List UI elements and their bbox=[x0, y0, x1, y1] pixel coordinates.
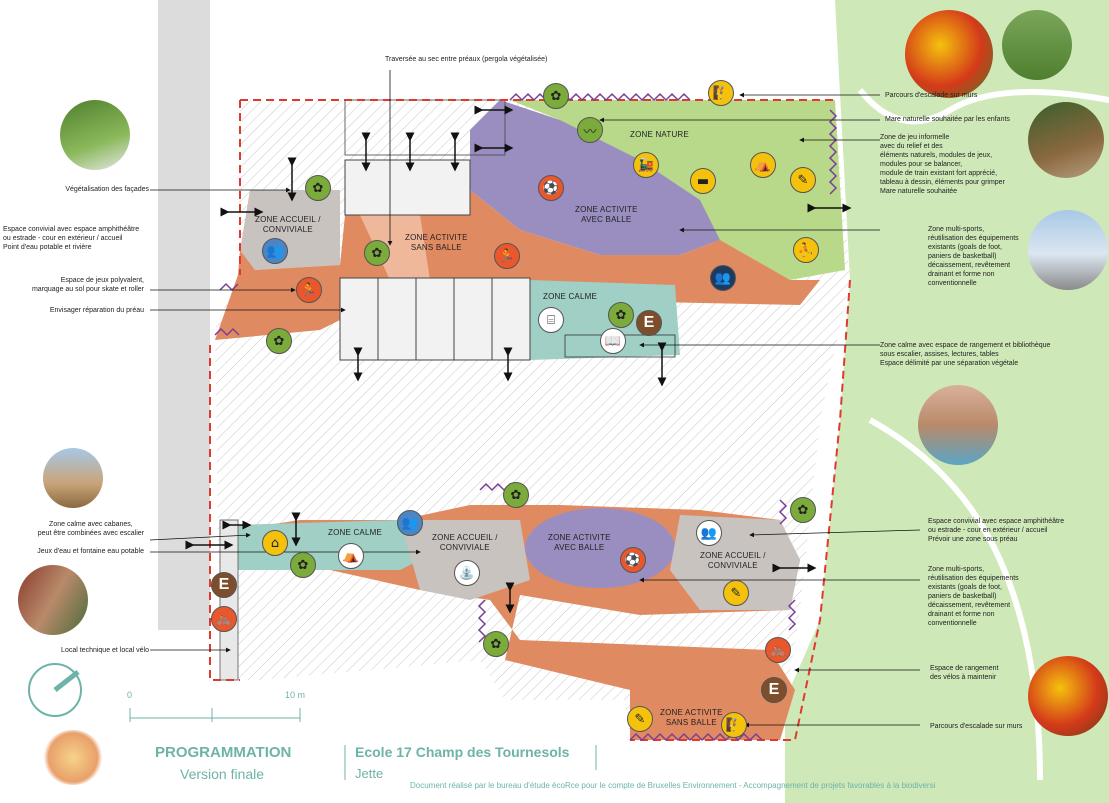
vegetation-icon: ✿ bbox=[790, 497, 816, 523]
zone-nature-label: ZONE NATURE bbox=[630, 130, 689, 139]
running-icon: 🏃 bbox=[296, 277, 322, 303]
ball-icon: ⚽ bbox=[620, 547, 646, 573]
photo-basketball bbox=[1028, 210, 1108, 290]
scale-zero: 0 bbox=[127, 690, 133, 700]
photo-cabanes bbox=[43, 448, 103, 508]
group-icon: 👥 bbox=[696, 520, 722, 546]
footer-credit: Document réalisé par le bureau d'étude é… bbox=[410, 781, 936, 790]
zone-accueil-bottom-left-label: ZONE ACCUEIL / CONVIVIALE bbox=[432, 533, 498, 552]
vegetation-icon: ✿ bbox=[608, 302, 634, 328]
drawing-board-icon: ✎ bbox=[627, 706, 653, 732]
north-arrow bbox=[28, 663, 82, 717]
label-rangement-velos: Espace de rangement des vélos à mainteni… bbox=[930, 665, 999, 681]
pond-icon: 〰 bbox=[577, 117, 603, 143]
label-jeux-polyvalent: Espace de jeux polyvalent, marquage au s… bbox=[31, 277, 144, 293]
photo-facade bbox=[60, 100, 130, 170]
vegetation-icon: ✿ bbox=[305, 175, 331, 201]
zone-accueil-top-label: ZONE ACCUEIL / CONVIVIALE bbox=[255, 215, 321, 234]
preau-north bbox=[344, 159, 471, 216]
label-escalade-bottom: Parcours d'escalade sur murs bbox=[930, 723, 1023, 730]
passage-arrows bbox=[185, 105, 852, 614]
fountain-icon: ⛲ bbox=[454, 560, 480, 586]
ball-icon: ⚽ bbox=[538, 175, 564, 201]
zone-sans-balle-top-shape bbox=[360, 215, 430, 280]
climbing-icon: 🧗 bbox=[708, 80, 734, 106]
photo-forest bbox=[1028, 102, 1104, 178]
photo-library bbox=[918, 385, 998, 465]
zone-calme-top-shape bbox=[530, 280, 680, 360]
photo-children bbox=[43, 730, 103, 785]
label-convivial-top: Espace convivial avec espace amphithéâtr… bbox=[3, 226, 140, 251]
photo-climbing bbox=[1002, 10, 1072, 80]
zone-activite-balle-top-label: ZONE ACTIVITE AVEC BALLE bbox=[575, 205, 638, 224]
group-icon: 👥 bbox=[262, 238, 288, 264]
label-convivial-bottom: Espace convivial avec espace amphithéâtr… bbox=[928, 518, 1065, 543]
running-icon: 🏃 bbox=[494, 243, 520, 269]
label-escalade-top: Parcours d'escalade sur murs bbox=[885, 92, 978, 99]
leader-lines bbox=[149, 70, 921, 728]
label-facades: Végétalisation des façades bbox=[65, 186, 149, 193]
train-icon: 🚂 bbox=[633, 152, 659, 178]
zone-calme-top-label: ZONE CALME bbox=[543, 292, 598, 301]
label-mare: Mare naturelle souhaitée par les enfants bbox=[885, 116, 1010, 123]
log-icon: ▬ bbox=[690, 168, 716, 194]
photo-red-leaves-bottom bbox=[1028, 656, 1108, 736]
hut-icon: ⛺ bbox=[338, 543, 364, 569]
drawing-board-icon: ✎ bbox=[790, 167, 816, 193]
vegetation-icon: ✿ bbox=[290, 552, 316, 578]
climbing-wall-top bbox=[509, 92, 691, 102]
group-icon: 👥 bbox=[397, 510, 423, 536]
group-icon: 👥 bbox=[710, 265, 736, 291]
bicycle-icon: 🚲 bbox=[765, 637, 791, 663]
cabin-icon: ⌂ bbox=[262, 530, 288, 556]
commune-name: Jette bbox=[355, 766, 384, 781]
vegetation-icon: ✿ bbox=[503, 482, 529, 508]
climbing-icon: 🧗 bbox=[721, 712, 747, 738]
label-jeux-eau: Jeux d'eau et fontaine eau potable bbox=[37, 548, 144, 555]
bicycle-icon: 🚲 bbox=[211, 606, 237, 632]
zone-sans-balle-bottom-label: ZONE ACTIVITE SANS BALLE bbox=[660, 708, 723, 727]
storage-icon: E bbox=[211, 572, 237, 598]
street-band bbox=[158, 0, 210, 630]
scale-ten: 10 m bbox=[285, 690, 306, 700]
school-name: Ecole 17 Champ des Tournesols bbox=[355, 744, 570, 760]
zone-balle-bottom-label: ZONE ACTIVITE AVEC BALLE bbox=[548, 533, 611, 552]
label-calme-biblio: Zone calme avec espace de rangement et b… bbox=[880, 342, 1051, 367]
page-subtitle: Version finale bbox=[180, 766, 265, 782]
photo-fontaine bbox=[18, 565, 88, 635]
storage-icon: E bbox=[636, 310, 662, 336]
vegetation-icon: ✿ bbox=[483, 631, 509, 657]
zone-activite-balle-top-shape bbox=[470, 100, 720, 255]
photo-red-leaves-top bbox=[905, 10, 993, 98]
zone-calme-bottom-label: ZONE CALME bbox=[328, 528, 383, 537]
label-zone-calme-cabanes: Zone calme avec cabanes, peut être combi… bbox=[37, 521, 144, 537]
vegetation-icon: ✿ bbox=[364, 240, 390, 266]
preau-top bbox=[339, 277, 531, 361]
playground-icon: ⛺ bbox=[750, 152, 776, 178]
label-jeu-informel: Zone de jeu informelle avec du relief et… bbox=[880, 134, 1005, 195]
book-icon: 📖 bbox=[600, 328, 626, 354]
storage-icon: E bbox=[761, 677, 787, 703]
vegetation-icon: ✿ bbox=[266, 328, 292, 354]
page-title: PROGRAMMATION bbox=[155, 744, 292, 761]
label-multisports-top: Zone multi-sports, réutilisation des équ… bbox=[928, 226, 1019, 287]
bench-icon: ⌸ bbox=[538, 307, 564, 333]
zone-accueil-bottom-right-label: ZONE ACCUEIL / CONVIVIALE bbox=[700, 551, 766, 570]
zone-sans-balle-top-label: ZONE ACTIVITE SANS BALLE bbox=[405, 233, 468, 252]
label-traversee: Traversée au sec entre préaux (pergola v… bbox=[385, 56, 548, 63]
vegetation-icon: ✿ bbox=[543, 83, 569, 109]
label-preau: Envisager réparation du préau bbox=[49, 307, 144, 314]
label-multisports-bottom: Zone multi-sports, réutilisation des équ… bbox=[928, 566, 1019, 627]
label-local-technique: Local technique et local vélo bbox=[61, 647, 149, 654]
basketball-icon: ⛹ bbox=[793, 237, 819, 263]
drawing-board-icon: ✎ bbox=[723, 580, 749, 606]
